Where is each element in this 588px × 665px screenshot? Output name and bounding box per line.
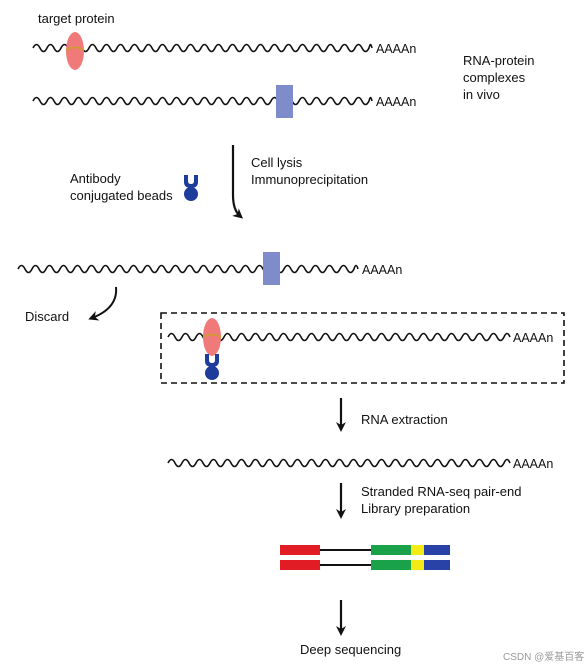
library-prep-label: Stranded RNA-seq pair-end Library prepar… bbox=[361, 484, 522, 516]
lysis-arrow bbox=[231, 145, 244, 219]
rbp-box-2 bbox=[263, 252, 280, 285]
polya-tail-5: AAAAn bbox=[513, 457, 554, 471]
rna-extraction-label: RNA extraction bbox=[361, 412, 448, 427]
library-fragment-bottom bbox=[280, 560, 450, 570]
rna-strand-3 bbox=[17, 264, 359, 274]
deep-sequencing-label: Deep sequencing bbox=[300, 642, 402, 657]
rna-strand-4 bbox=[167, 332, 511, 342]
target-protein-label: target protein bbox=[38, 11, 115, 26]
polya-tail-3: AAAAn bbox=[362, 263, 403, 277]
antibody-bead-bound-icon bbox=[205, 354, 219, 380]
antibody-bead-icon bbox=[184, 175, 198, 201]
rna-strand-2 bbox=[32, 96, 373, 106]
protein-bound-rna-segment-2 bbox=[202, 333, 222, 338]
watermark: CSDN @爱基百客 bbox=[503, 652, 585, 663]
polya-tail-4: AAAAn bbox=[513, 331, 554, 345]
cell-lysis-label: Cell lysis Immunoprecipitation bbox=[251, 155, 369, 187]
rna-protein-complexes-label: RNA-protein complexes in vivo bbox=[463, 53, 535, 102]
antibody-beads-label: Antibody conjugated beads bbox=[70, 171, 173, 203]
discard-label: Discard bbox=[25, 309, 70, 324]
rbp-box-1 bbox=[276, 85, 293, 118]
target-protein-2 bbox=[203, 318, 221, 356]
rna-strand-5 bbox=[167, 458, 511, 468]
rna-strand-1 bbox=[32, 43, 373, 53]
polya-tail-2: AAAAn bbox=[376, 95, 417, 109]
library-fragment-top bbox=[280, 545, 450, 555]
polya-tail-1: AAAAn bbox=[376, 42, 417, 56]
target-protein-1 bbox=[66, 32, 84, 70]
discard-arrow bbox=[88, 286, 118, 321]
protein-bound-rna-segment-1 bbox=[65, 46, 85, 51]
immunoprecipitation-box bbox=[160, 312, 565, 384]
